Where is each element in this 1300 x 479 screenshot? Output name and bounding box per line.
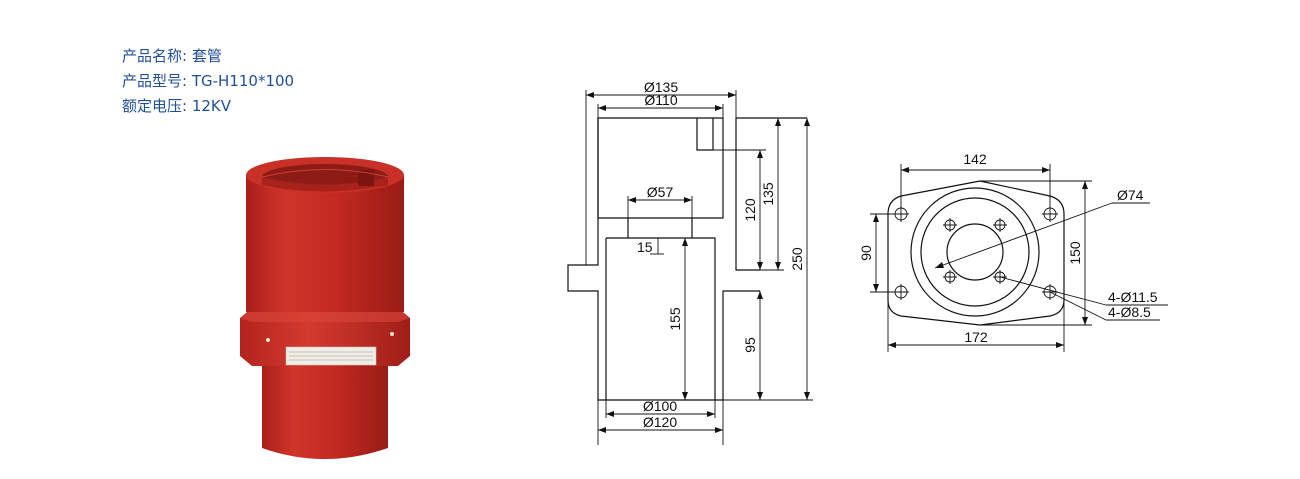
side-view-drawing: Ø135 Ø110 Ø57 15 155 120 [567, 79, 813, 445]
dim-h-flange-bottom: 95 [742, 337, 758, 353]
top-view-drawing: 142 172 90 150 Ø74 4-Ø11.5 4-Ø [858, 151, 1168, 352]
dim-h-flange: 150 [1067, 241, 1083, 265]
product-model-label: 产品型号: [122, 72, 188, 90]
dim-d-outer-top: Ø135 [644, 79, 678, 95]
product-voltage-label: 额定电压: [122, 97, 188, 115]
product-name-label: 产品名称: [122, 47, 188, 65]
dim-d-lower-inner: Ø100 [643, 398, 677, 414]
dim-h-upper-inner: 120 [742, 198, 758, 222]
product-voltage-value: 12KV [191, 97, 232, 115]
dim-h-upper: 135 [760, 182, 776, 206]
holes-large-label: 4-Ø11.5 [1108, 289, 1158, 305]
dim-w-hole-spacing: 142 [963, 151, 987, 167]
product-name-value: 套管 [191, 47, 222, 65]
dim-d-center: Ø74 [1117, 187, 1144, 203]
dim-d-center-hole: Ø57 [647, 184, 674, 200]
product-model-value: TG-H110*100 [191, 72, 295, 90]
dim-d-lower-outer: Ø120 [643, 414, 677, 430]
inner-holes [943, 218, 1007, 284]
product-voltage-row: 额定电压: 12KV [122, 94, 294, 119]
dim-h-total: 250 [789, 247, 805, 271]
product-model-row: 产品型号: TG-H110*100 [122, 69, 294, 94]
bushing-photo [240, 157, 410, 459]
product-name-row: 产品名称: 套管 [122, 44, 294, 69]
dim-d-inner-top: Ø110 [644, 92, 677, 108]
dim-w-flange: 172 [964, 329, 988, 345]
dim-h-lower: 155 [667, 307, 683, 331]
dim-h-hole-spacing: 90 [858, 245, 874, 261]
product-info: 产品名称: 套管 产品型号: TG-H110*100 额定电压: 12KV [122, 44, 294, 119]
holes-small-label: 4-Ø8.5 [1108, 304, 1151, 320]
dim-h-step: 15 [637, 239, 653, 255]
